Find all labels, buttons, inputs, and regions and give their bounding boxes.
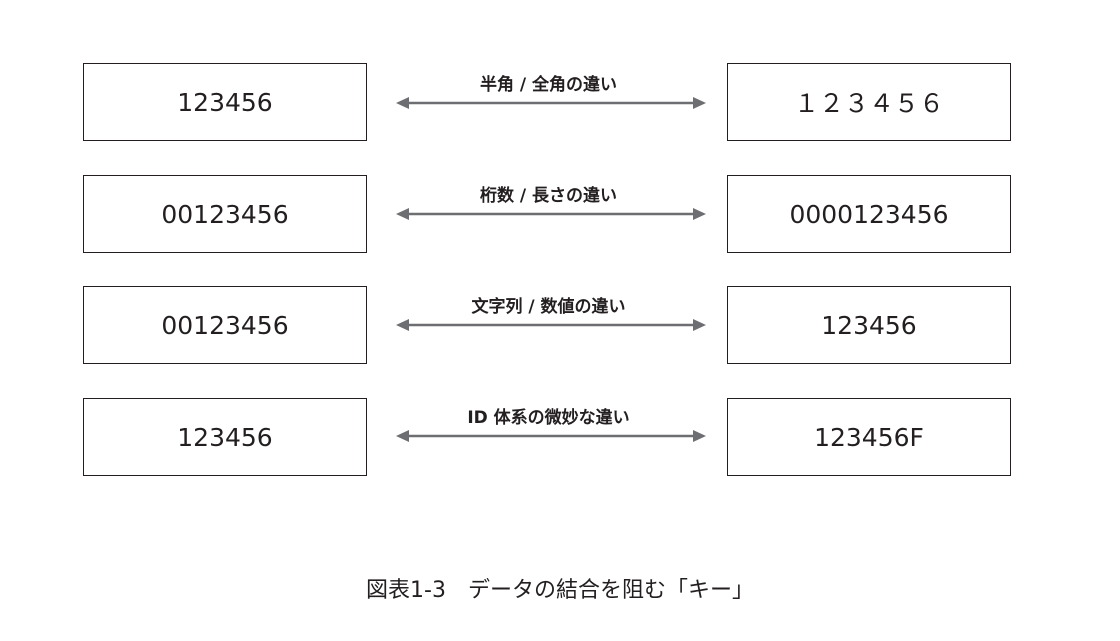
right-key-box-1: １２３４５６ xyxy=(727,63,1011,141)
double-arrow-icon xyxy=(396,208,706,220)
left-key-value: 00123456 xyxy=(161,199,289,229)
right-key-value: 123456 xyxy=(821,310,917,340)
relation-label-2: 桁数 / 長さの違い xyxy=(479,186,618,206)
relation-label-4: ID 体系の微妙な違い xyxy=(467,408,630,428)
relation-label-1: 半角 / 全角の違い xyxy=(479,75,618,95)
left-key-box-2: 00123456 xyxy=(83,175,367,253)
double-arrow-icon xyxy=(396,97,706,109)
left-key-value: 123456 xyxy=(177,87,273,117)
right-key-box-2: 0000123456 xyxy=(727,175,1011,253)
right-key-value: 123456F xyxy=(814,422,924,452)
double-arrow-icon xyxy=(396,319,706,331)
left-key-box-4: 123456 xyxy=(83,398,367,476)
left-key-value: 123456 xyxy=(177,422,273,452)
left-key-box-3: 00123456 xyxy=(83,286,367,364)
right-key-box-3: 123456 xyxy=(727,286,1011,364)
right-key-value: １２３４５６ xyxy=(793,89,944,118)
left-key-box-1: 123456 xyxy=(83,63,367,141)
double-arrow-icon xyxy=(396,430,706,442)
left-key-value: 00123456 xyxy=(161,310,289,340)
figure-caption: 図表1-3 データの結合を阻む「キー」 xyxy=(366,578,754,603)
right-key-value: 0000123456 xyxy=(789,199,949,229)
relation-label-3: 文字列 / 数値の違い xyxy=(471,297,626,317)
right-key-box-4: 123456F xyxy=(727,398,1011,476)
